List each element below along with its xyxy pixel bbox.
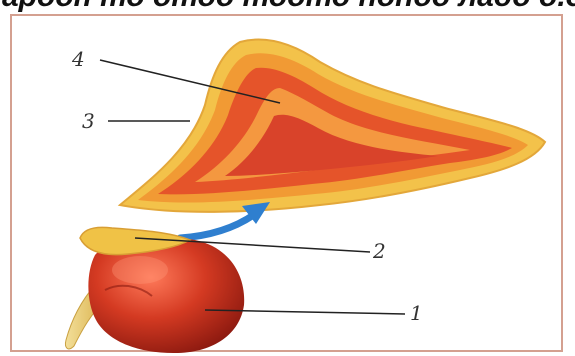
label-2: 2 (372, 239, 386, 263)
label-4: 4 (71, 47, 85, 71)
adrenal-gland-section (120, 39, 545, 211)
label-1: 1 (410, 301, 423, 325)
label-3: 3 (82, 109, 95, 133)
